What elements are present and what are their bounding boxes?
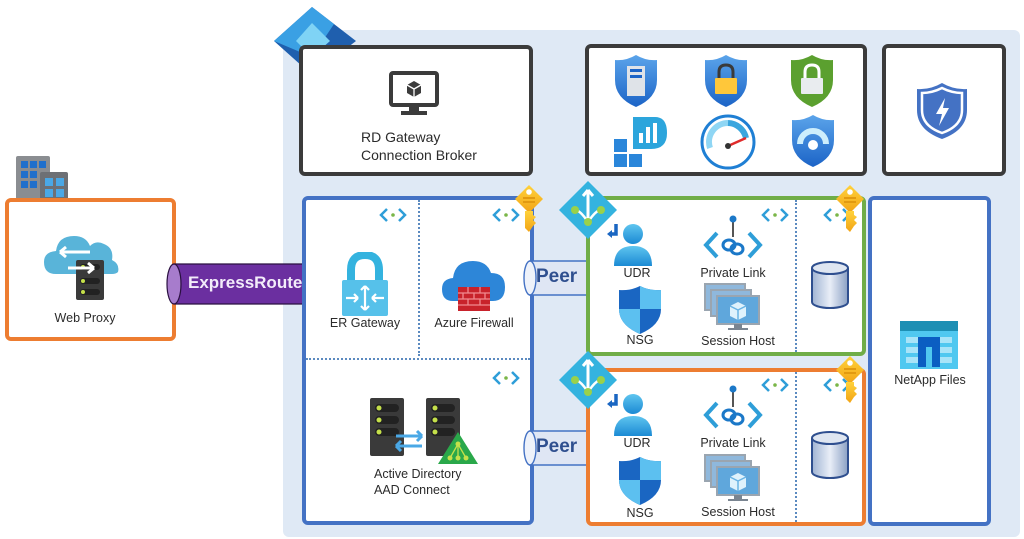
- netapp-files-icon: [900, 321, 958, 369]
- defender-shield-icon: [791, 114, 835, 168]
- rd-gateway-box: [299, 45, 533, 176]
- speedometer-icon: [700, 114, 756, 170]
- expressroute-connection: ExpressRoute: [164, 262, 316, 306]
- hub-subnet-divider-vertical: [418, 200, 420, 356]
- peer-label: Peer: [536, 436, 578, 457]
- vnet-icon: [378, 207, 408, 223]
- peering-connection-2: Peer: [522, 430, 599, 466]
- key-icon: [835, 184, 865, 234]
- connection-broker-label: Connection Broker: [361, 147, 477, 163]
- nsg-icon: [618, 456, 662, 506]
- private-link-label: Private Link: [700, 266, 766, 280]
- key-icon: [514, 184, 544, 234]
- aad-connect-label: AAD Connect: [374, 483, 450, 497]
- spoke2-subnet-divider: [795, 372, 797, 522]
- session-host-label: Session Host: [701, 505, 775, 519]
- netapp-files-label: NetApp Files: [894, 373, 966, 387]
- vnet-icon: [760, 377, 790, 393]
- key-icon: [835, 355, 865, 405]
- key-vault-shield-icon: [704, 54, 748, 108]
- azure-firewall-icon: [441, 257, 507, 313]
- vnet-icon: [760, 207, 790, 223]
- monitor-insights-icon: [613, 115, 669, 169]
- azure-firewall-label: Azure Firewall: [434, 316, 514, 330]
- monitor-cube-icon: [389, 71, 439, 117]
- er-gateway-label: ER Gateway: [329, 316, 401, 330]
- private-link-icon: [703, 385, 763, 435]
- storage-disk-icon: [810, 260, 850, 310]
- route-table-icon: [558, 350, 618, 410]
- udr-label: UDR: [623, 436, 651, 450]
- expressroute-label: ExpressRoute: [188, 273, 303, 292]
- session-host-icon: [703, 453, 763, 503]
- er-gateway-icon: [340, 250, 390, 318]
- peer-label: Peer: [536, 266, 578, 287]
- ddos-protection-icon: [916, 82, 968, 140]
- udr-label: UDR: [623, 266, 651, 280]
- web-proxy-icon: [42, 226, 122, 302]
- private-link-icon: [703, 215, 763, 265]
- session-host-label: Session Host: [701, 334, 775, 348]
- nsg-icon: [618, 285, 662, 335]
- active-directory-label: Active Directory: [374, 467, 462, 481]
- private-link-label: Private Link: [700, 436, 766, 450]
- active-directory-icon: [370, 398, 480, 466]
- route-table-icon: [558, 180, 618, 240]
- spoke1-subnet-divider: [795, 200, 797, 352]
- storage-disk-icon: [810, 430, 850, 480]
- web-proxy-label: Web Proxy: [54, 311, 116, 325]
- nsg-label: NSG: [626, 506, 654, 520]
- session-host-icon: [703, 282, 763, 332]
- nsg-label: NSG: [626, 333, 654, 347]
- vnet-icon: [491, 370, 521, 386]
- hub-subnet-divider-horizontal: [306, 358, 530, 360]
- secure-lock-icon: [790, 54, 834, 108]
- security-center-icon: [614, 54, 658, 108]
- rd-gateway-label: RD Gateway: [361, 129, 441, 145]
